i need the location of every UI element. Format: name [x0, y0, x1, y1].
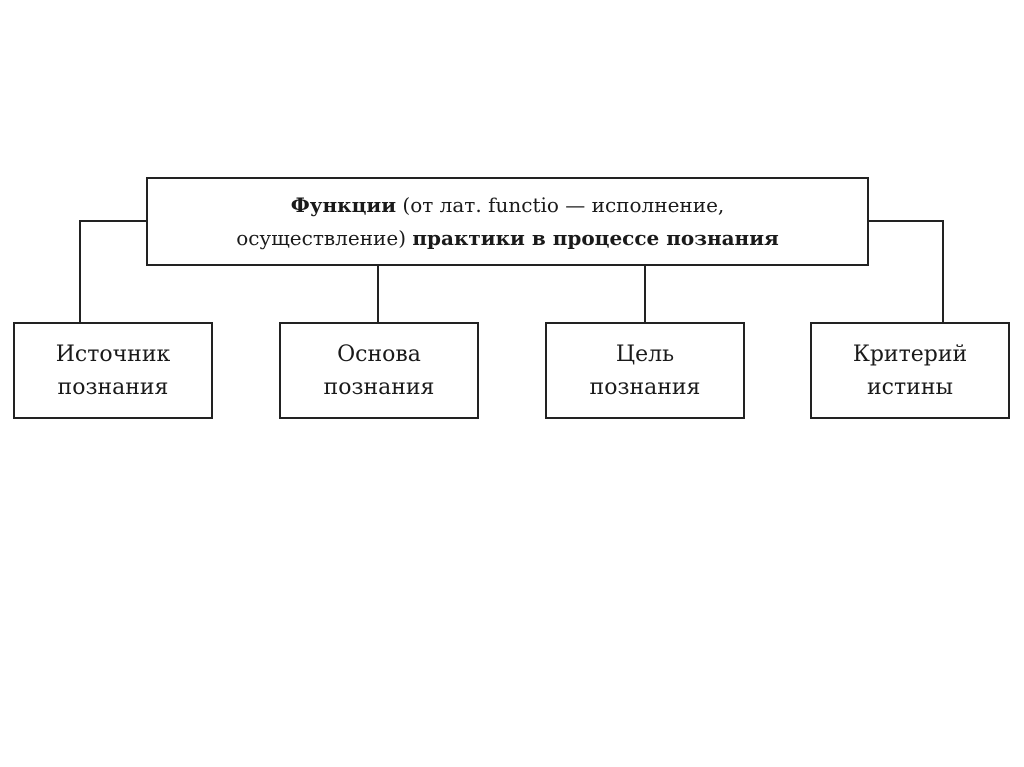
connector-right-h [868, 220, 944, 222]
node-label: Цель [615, 341, 675, 367]
node-goal: Цель познания [545, 322, 745, 419]
node-source: Источник познания [13, 322, 213, 419]
node-label: Основа [337, 341, 421, 367]
root-bold-text: практики в процессе познания [412, 225, 779, 250]
node-label: познания [589, 374, 701, 400]
node-label: истины [867, 374, 953, 400]
connector-left-h [79, 220, 147, 222]
node-basis: Основа познания [279, 322, 479, 419]
connector-left-v [79, 220, 81, 323]
root-normal-text: (от лат. functio — исполнение, [396, 192, 725, 217]
node-label: Критерий [852, 341, 968, 367]
node-label: Источник [55, 341, 171, 367]
node-label: познания [57, 374, 169, 400]
connector-mid1 [377, 265, 379, 323]
root-normal-text: осуществление) [236, 225, 413, 250]
connector-right-v [942, 220, 944, 323]
root-bold-text: Функции [290, 192, 397, 217]
node-label: познания [323, 374, 435, 400]
node-criterion: Критерий истины [810, 322, 1010, 419]
root-node: Функции (от лат. functio — исполнение, о… [146, 177, 869, 266]
root-line-1: Функции (от лат. functio — исполнение, [291, 189, 725, 222]
root-line-2: осуществление) практики в процессе позна… [236, 222, 779, 255]
connector-mid2 [644, 265, 646, 323]
